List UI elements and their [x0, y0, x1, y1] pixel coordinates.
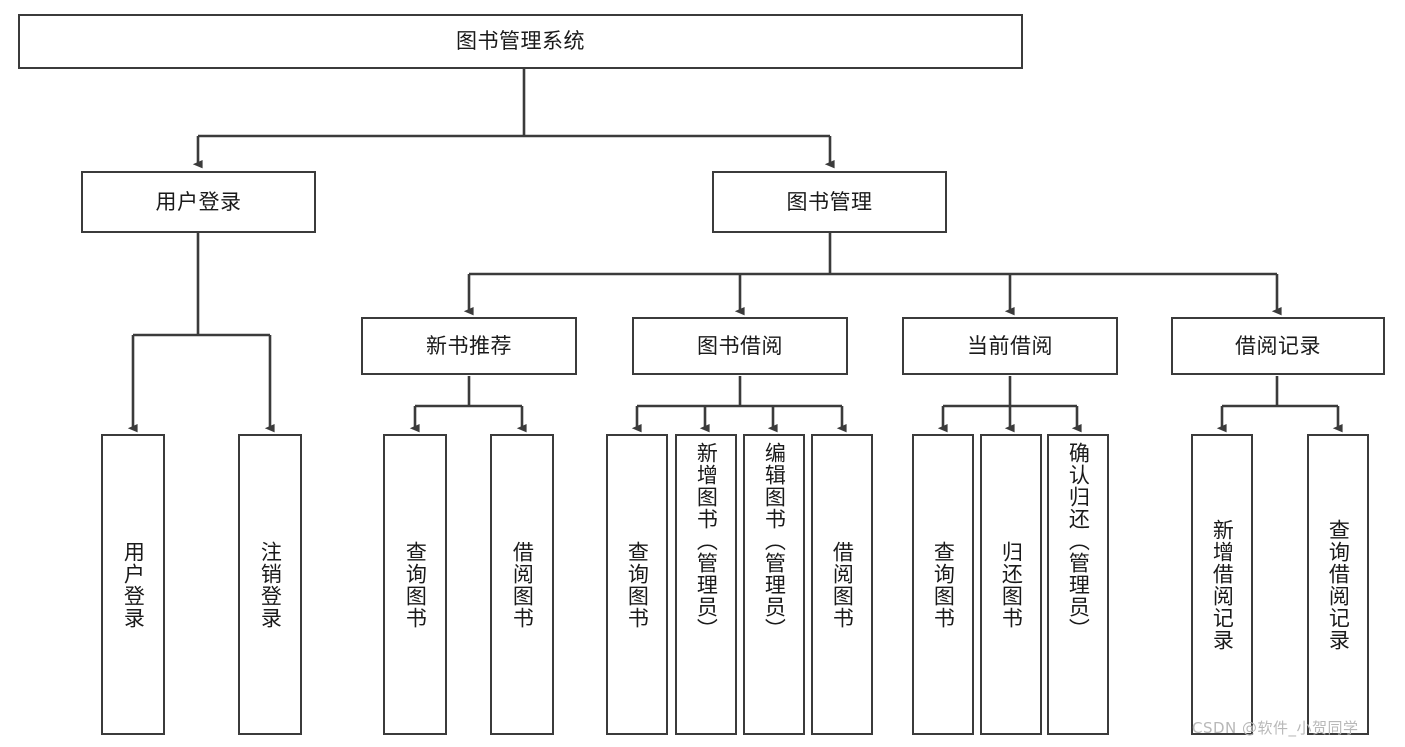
- node-current-borrow-label: 当前借阅: [967, 333, 1053, 358]
- leaf-logout[interactable]: 注销登录: [238, 434, 302, 735]
- leaf-query-book-3[interactable]: 查询图书: [912, 434, 974, 735]
- node-borrow-record[interactable]: 借阅记录: [1171, 317, 1385, 375]
- leaf-borrow-book-1-label: 借阅图书: [510, 540, 535, 629]
- leaf-logout-label: 注销登录: [258, 540, 283, 629]
- csdn-watermark: CSDN @软件_小贺同学: [1192, 719, 1359, 737]
- node-book-borrow-label: 图书借阅: [697, 333, 783, 358]
- leaf-query-book-1-label: 查询图书: [403, 540, 428, 629]
- node-current-borrow[interactable]: 当前借阅: [902, 317, 1118, 375]
- leaf-user-login-label: 用户登录: [121, 540, 146, 629]
- leaf-add-record-label: 新增借阅记录: [1210, 518, 1235, 651]
- leaf-query-record[interactable]: 查询借阅记录: [1307, 434, 1369, 735]
- leaf-add-book-label: 新增图书（管理员）: [694, 442, 719, 640]
- leaf-return-book-label: 归还图书: [999, 540, 1024, 629]
- leaf-borrow-book-2-label: 借阅图书: [830, 540, 855, 629]
- node-user-login[interactable]: 用户登录: [81, 171, 316, 233]
- leaf-edit-book[interactable]: 编辑图书（管理员）: [743, 434, 805, 735]
- node-borrow-record-label: 借阅记录: [1235, 333, 1321, 358]
- leaf-user-login[interactable]: 用户登录: [101, 434, 165, 735]
- node-book-management-label: 图书管理: [786, 189, 873, 214]
- node-root-label: 图书管理系统: [456, 29, 585, 54]
- leaf-query-book-2[interactable]: 查询图书: [606, 434, 668, 735]
- node-new-book-recommend-label: 新书推荐: [426, 333, 512, 358]
- node-book-management[interactable]: 图书管理: [712, 171, 947, 233]
- leaf-return-book[interactable]: 归还图书: [980, 434, 1042, 735]
- node-root[interactable]: 图书管理系统: [18, 14, 1023, 69]
- leaf-query-book-3-label: 查询图书: [931, 540, 956, 629]
- leaf-borrow-book-1[interactable]: 借阅图书: [490, 434, 554, 735]
- node-user-login-label: 用户登录: [155, 189, 242, 214]
- leaf-confirm-return[interactable]: 确认归还（管理员）: [1047, 434, 1109, 735]
- leaf-add-book[interactable]: 新增图书（管理员）: [675, 434, 737, 735]
- leaf-borrow-book-2[interactable]: 借阅图书: [811, 434, 873, 735]
- leaf-query-book-1[interactable]: 查询图书: [383, 434, 447, 735]
- node-book-borrow[interactable]: 图书借阅: [632, 317, 848, 375]
- leaf-query-book-2-label: 查询图书: [625, 540, 650, 629]
- leaf-edit-book-label: 编辑图书（管理员）: [762, 442, 787, 640]
- leaf-add-record[interactable]: 新增借阅记录: [1191, 434, 1253, 735]
- node-new-book-recommend[interactable]: 新书推荐: [361, 317, 577, 375]
- leaf-query-record-label: 查询借阅记录: [1326, 518, 1351, 651]
- leaf-confirm-return-label: 确认归还（管理员）: [1066, 442, 1091, 640]
